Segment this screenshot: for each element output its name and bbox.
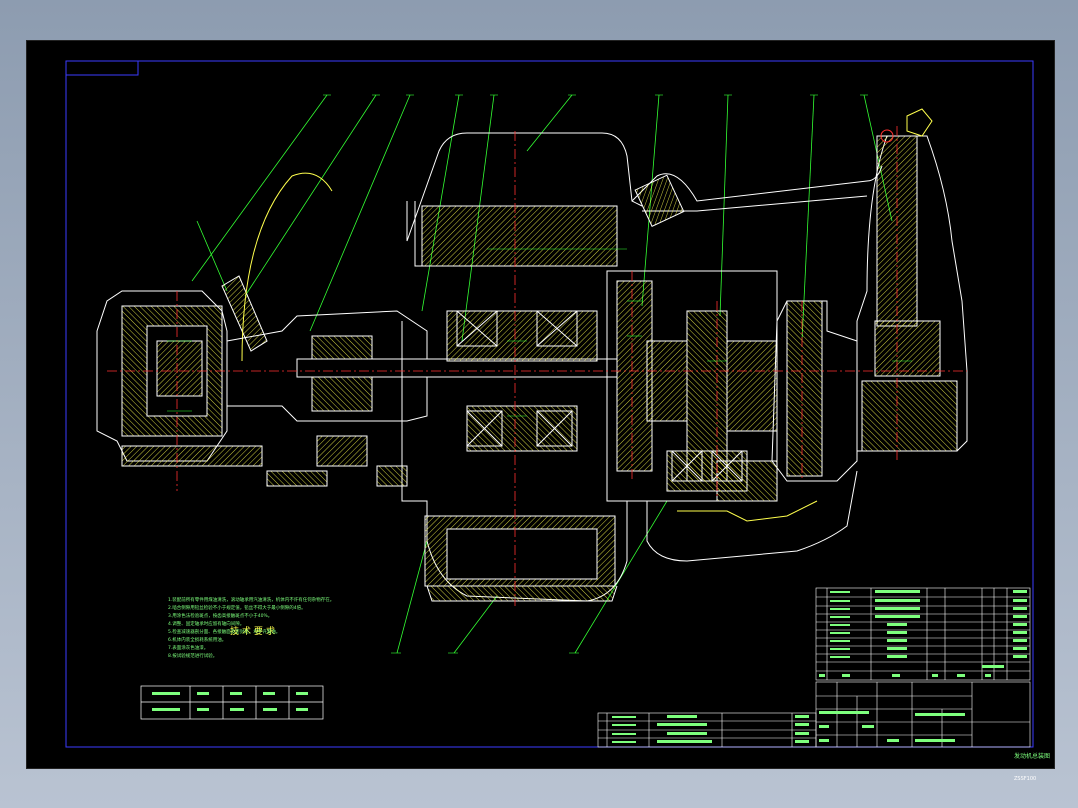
drawing-sheet: 技术要求 1.装配前所有零件用煤油清洗，滚动轴承用汽油清洗，机体内不许有任何杂物… [26, 40, 1055, 782]
technical-note: 5.检查减速器剖分面、各接触面及密封处，均不许漏油。 [168, 630, 281, 635]
technical-note: 8.按试验规范进行试验。 [168, 654, 218, 659]
technical-notes-title: 技术要求 [230, 627, 279, 637]
technical-note: 1.装配前所有零件用煤油清洗，滚动轴承用汽油清洗，机体内不许有任何杂物存在。 [168, 598, 335, 603]
frame [65, 60, 1034, 748]
technical-note: 3.用涂色法检验斑点，按齿高接触斑点不小于40%。 [168, 614, 273, 619]
spec-table-text [152, 692, 308, 711]
technical-note: 7.表面涂灰色油漆。 [168, 646, 209, 651]
technical-note: 6.机体内装全损耗系统用油。 [168, 638, 227, 643]
parts-list [815, 587, 1031, 681]
dimension-marks [167, 248, 912, 417]
drawing-title: 发动机总装图 [1014, 753, 1051, 760]
title-block-text [612, 711, 965, 743]
technical-note: 2.啮合侧隙用铅丝检验不小于规定值，铅丝不得大于最小侧隙的4倍。 [168, 606, 306, 611]
drawing-number: ZSSF100 [1014, 776, 1037, 782]
parts-list-text [819, 590, 1027, 677]
title-block [597, 681, 1031, 748]
spec-table [140, 685, 324, 720]
cad-drawing [65, 60, 1034, 748]
engine-housing [96, 108, 968, 602]
center-lines [107, 126, 967, 606]
technical-note: 4.调整、固定轴承时应留有轴向间隙。 [168, 622, 245, 627]
